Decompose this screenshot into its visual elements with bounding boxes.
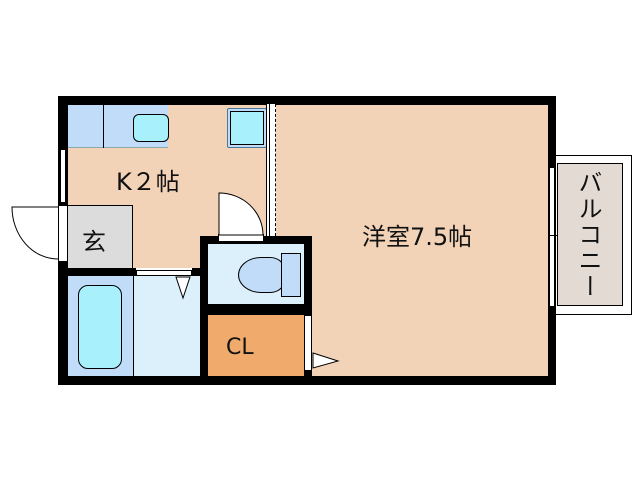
entrance [68,205,133,270]
closet-door [304,315,312,371]
window-left [60,150,66,202]
washroom-door [136,270,192,276]
kitchen-sink [133,114,169,142]
entrance-door-swing-icon [11,206,59,260]
wall-top [58,96,556,105]
wall-washroom-top [192,268,200,276]
toilet-bowl [238,257,284,293]
wall-toilet-closet [200,304,312,315]
kitchen-label: K２帖 [116,168,180,196]
sliding-door-partition [270,104,276,236]
balcony-label: バルコニー [574,170,602,300]
toilet-tank [281,253,301,297]
closet-label: CL [226,335,254,360]
entrance-door-opening [58,206,68,261]
washroom-door-arrow-icon [175,276,191,300]
closet-door-arrow-icon [312,352,340,369]
wall-toilet-right [304,236,312,312]
refrigerator-inner [230,111,264,145]
bathtub [78,285,122,369]
closet [208,315,304,376]
wall-entrance-bottom [58,268,136,276]
washroom [134,276,200,376]
toilet-door-swing-icon [218,192,264,236]
wall-kitchen-partition [266,104,270,236]
balcony-window-mullion [549,235,557,236]
entrance-label: 玄 [82,228,106,256]
western-room-label: 洋室7.5帖 [362,223,473,251]
balcony [557,163,623,306]
bath-divider [133,276,134,376]
wall-closet-right-cap [304,370,312,380]
western-room [276,104,548,376]
counter-divider [103,104,104,148]
wall-bottom [58,376,556,385]
balcony-window [549,168,555,306]
